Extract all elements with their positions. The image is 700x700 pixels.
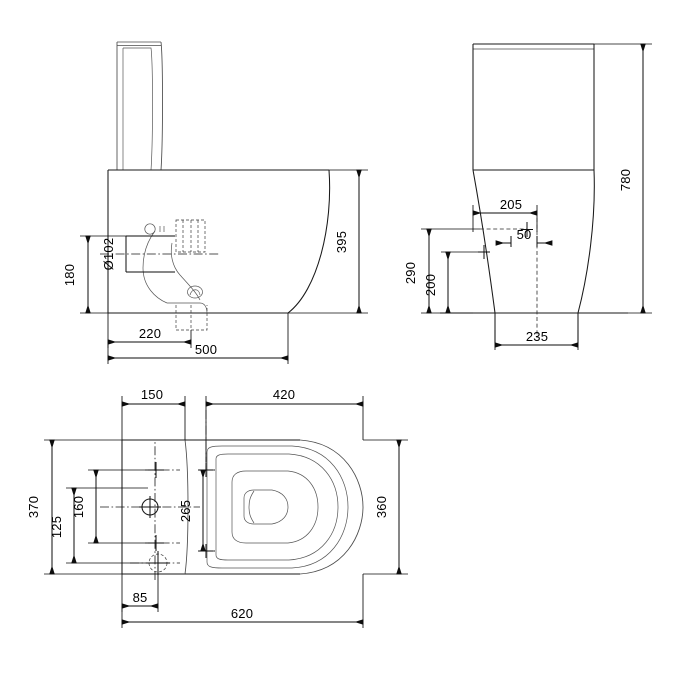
cistern-front-outline <box>472 43 595 171</box>
dim-label-125: 125 <box>49 516 64 538</box>
water-spot-inner-curve <box>248 490 255 524</box>
dim-label-360: 360 <box>374 496 389 518</box>
dim-160: 160 <box>71 469 148 544</box>
seat-inner <box>215 453 339 561</box>
dim-620: 620 <box>121 574 364 628</box>
dim-label-dia102: Ø102 <box>101 238 116 271</box>
dim-label-780: 780 <box>618 169 633 191</box>
dim-235: 235 <box>494 329 579 350</box>
dim-395: 395 <box>288 169 368 314</box>
dim-500: 500 <box>107 313 289 364</box>
dim-360: 360 <box>363 439 408 575</box>
dim-label-50: 50 <box>517 227 532 242</box>
plan-crosshair-upper <box>148 462 164 478</box>
dim-label-180: 180 <box>62 264 77 286</box>
view-plan: 150 420 370 125 160 <box>26 387 408 628</box>
dim-125: 125 <box>49 487 148 564</box>
dim-150: 150 <box>121 387 186 440</box>
dim-label-290: 290 <box>403 262 418 284</box>
dim-290: 290 <box>403 228 480 314</box>
dim-200: 200 <box>423 251 484 314</box>
plan-centre-hole <box>139 496 161 518</box>
view-front-elevation: 205 50 290 200 780 <box>403 43 652 350</box>
dim-label-620: 620 <box>231 606 253 621</box>
dim-205: 205 <box>472 197 538 232</box>
dim-label-205: 205 <box>500 197 522 212</box>
dim-label-420: 420 <box>273 387 295 402</box>
dim-370: 370 <box>26 439 122 575</box>
seat-outer <box>206 445 349 569</box>
dim-label-500: 500 <box>195 342 217 357</box>
view-side-elevation: Ø102 180 395 220 500 <box>62 41 368 364</box>
dim-label-220: 220 <box>139 326 161 341</box>
plan-crosshair-lower <box>148 535 164 551</box>
bowl-plan-outline <box>185 439 364 575</box>
dim-420: 420 <box>205 387 364 462</box>
dim-label-265: 265 <box>178 500 193 522</box>
bowl-opening <box>231 470 319 544</box>
dim-50: 50 <box>495 227 553 247</box>
dim-label-235: 235 <box>526 329 548 344</box>
dim-180: 180 <box>62 235 126 314</box>
dim-label-160: 160 <box>71 496 86 518</box>
cistern-plan-outline <box>121 439 189 575</box>
fixing-crosshair-upper <box>521 222 533 237</box>
dim-label-85: 85 <box>133 590 148 605</box>
dim-label-200: 200 <box>423 274 438 296</box>
bowl-side-outline <box>107 169 331 314</box>
trap-detail <box>142 219 208 331</box>
cistern-side-outline <box>116 41 163 171</box>
dim-label-395: 395 <box>334 231 349 253</box>
dim-265: 265 <box>178 469 215 552</box>
plan-outlet-hole <box>146 551 170 575</box>
dim-780: 780 <box>594 43 652 314</box>
dim-dia102: Ø102 <box>101 235 175 273</box>
dim-label-150: 150 <box>141 387 163 402</box>
dim-85: 85 <box>121 572 159 612</box>
water-spot-outer <box>243 489 289 525</box>
dim-label-370: 370 <box>26 496 41 518</box>
